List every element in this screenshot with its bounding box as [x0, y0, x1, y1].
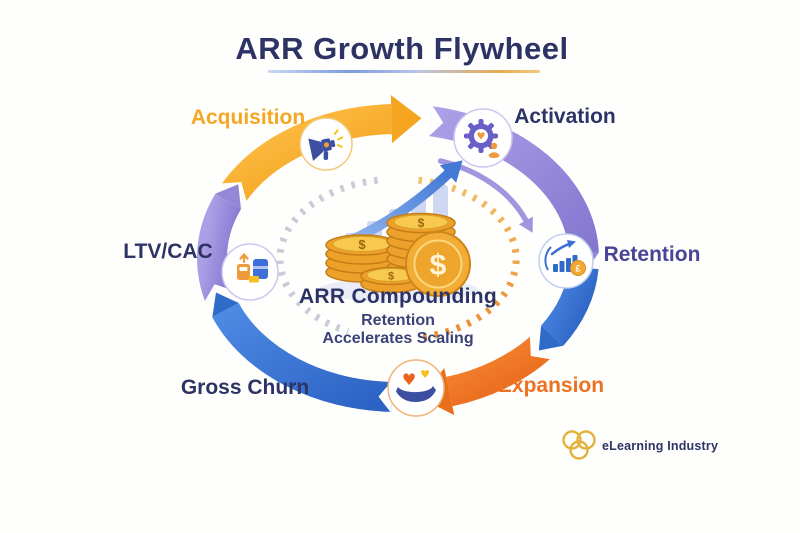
- stage-label-retention: Retention: [603, 243, 701, 266]
- page-title: ARR Growth Flywheel: [235, 31, 569, 66]
- svg-text:£: £: [575, 264, 580, 274]
- svg-text:$: $: [418, 216, 425, 230]
- hand-hearts-icon: ♥ ♥: [387, 359, 445, 417]
- center-subline-2: Accelerates Scaling: [322, 330, 474, 347]
- svg-text:♥: ♥: [420, 368, 430, 381]
- gear-heart-icon: ♥: [453, 108, 513, 168]
- acquisition-arrowhead: [390, 95, 422, 144]
- dotted-arc-right: [418, 176, 520, 342]
- dollar-coin-icon: $: [405, 231, 471, 297]
- svg-text:$: $: [388, 271, 394, 283]
- stage-label-gross-churn: Gross Churn: [180, 376, 310, 399]
- ltv-cac-arrowhead: [215, 184, 241, 210]
- title-underline: [268, 70, 540, 73]
- center-subline-1: Retention: [361, 312, 435, 329]
- calculator-money-icon: [221, 243, 279, 301]
- inner-dotted-ring: [276, 176, 520, 342]
- megaphone-icon: [299, 117, 353, 171]
- segment-acquisition: [221, 104, 393, 202]
- center-heading: ARR Compounding: [298, 285, 498, 308]
- retention-arrowhead: [538, 325, 564, 351]
- hand-glyph: [396, 386, 436, 402]
- stage-label-ltv-cac: LTV/CAC: [123, 240, 213, 263]
- center-illustration: $ $ $: [318, 160, 478, 302]
- svg-text:$: $: [430, 249, 447, 282]
- svg-text:$: $: [358, 237, 366, 252]
- segment-gross-churn: [212, 302, 393, 412]
- stage-icons: ♥ £: [221, 108, 594, 417]
- brand-name: eLearning Industry: [602, 439, 719, 453]
- trefoil-rings-icon: [562, 430, 596, 460]
- stage-label-activation: Activation: [514, 105, 616, 128]
- growth-chart-coin-icon: £: [538, 233, 594, 289]
- person-glyph: [488, 142, 500, 158]
- svg-text:♥: ♥: [477, 132, 486, 143]
- stage-label-expansion: Expansion: [497, 374, 605, 397]
- gross-churn-arrowhead: [212, 292, 239, 318]
- stage-label-acquisition: Acquisition: [190, 106, 306, 129]
- svg-text:♥: ♥: [402, 370, 416, 389]
